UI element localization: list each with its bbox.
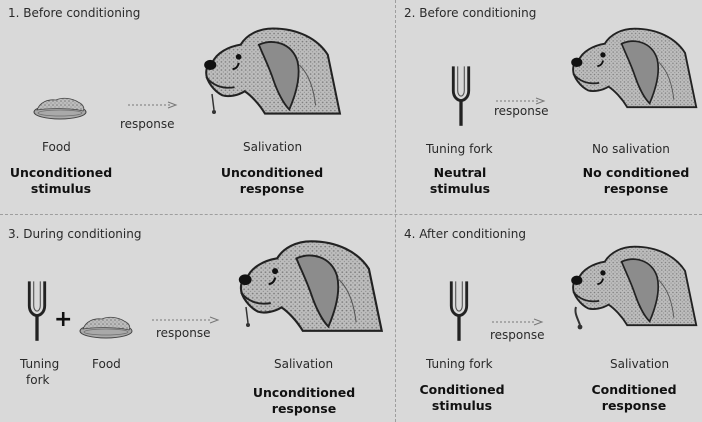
panel-during-conditioning: 3. During conditioning + response Tuning… [0, 215, 395, 422]
term-right: Unconditioned response [242, 385, 366, 417]
response-label: response [490, 328, 545, 342]
term-right: Unconditioned response [212, 165, 332, 197]
dog-head-icon [560, 22, 700, 112]
arrow-right-icon [128, 100, 178, 110]
dog-response-label: Salivation [243, 140, 302, 154]
panel-title: 2. Before conditioning [404, 6, 536, 20]
term-right-line1: Unconditioned [212, 165, 332, 181]
term-left: Unconditioned stimulus [6, 165, 116, 197]
food-bowl-icon [32, 96, 88, 120]
response-label: response [156, 326, 211, 340]
tuning-fork-icon [448, 277, 470, 343]
stimulus-label-food: Food [92, 357, 121, 371]
response-label: response [120, 117, 175, 131]
dog-head-icon [560, 239, 700, 331]
term-right-line1: No conditioned [574, 165, 698, 181]
dog-response-label: Salivation [274, 357, 333, 371]
term-left-line1: Neutral [410, 165, 510, 181]
stimulus-label-tuning: Tuning [20, 357, 59, 371]
panel-title: 4. After conditioning [404, 227, 526, 241]
panel-title: 1. Before conditioning [8, 6, 140, 20]
panel-before-conditioning-1: 1. Before conditioning response Food Sal… [0, 0, 395, 214]
dog-head-icon [226, 235, 386, 335]
stimulus-label: Tuning fork [426, 357, 493, 371]
dog-response-label: No salivation [592, 142, 670, 156]
term-left-line2: stimulus [410, 181, 510, 197]
term-right-line2: response [242, 401, 366, 417]
stimulus-label: Tuning fork [426, 142, 493, 156]
tuning-fork-icon [450, 62, 472, 128]
term-right: Conditioned response [582, 382, 686, 414]
term-left: Neutral stimulus [410, 165, 510, 197]
term-left-line1: Conditioned [410, 382, 514, 398]
tuning-fork-icon [26, 277, 48, 343]
term-left-line2: stimulus [6, 181, 116, 197]
response-label: response [494, 104, 549, 118]
stimulus-label-fork: fork [26, 373, 49, 387]
dog-head-icon [192, 22, 344, 118]
term-right-line1: Unconditioned [242, 385, 366, 401]
stimulus-label: Food [42, 140, 71, 154]
term-left-line2: stimulus [410, 398, 514, 414]
term-left: Conditioned stimulus [410, 382, 514, 414]
term-right: No conditioned response [574, 165, 698, 197]
term-right-line2: response [212, 181, 332, 197]
term-right-line1: Conditioned [582, 382, 686, 398]
panel-after-conditioning: 4. After conditioning response Tuning fo… [396, 215, 702, 422]
term-left-line1: Unconditioned [6, 165, 116, 181]
dog-response-label: Salivation [610, 357, 669, 371]
plus-sign: + [54, 307, 72, 332]
term-right-line2: response [574, 181, 698, 197]
panel-before-conditioning-2: 2. Before conditioning response Tuning f… [396, 0, 702, 214]
food-bowl-icon [78, 315, 134, 339]
arrow-right-icon [492, 317, 544, 327]
term-right-line2: response [582, 398, 686, 414]
arrow-right-icon [152, 315, 220, 325]
panel-title: 3. During conditioning [8, 227, 141, 241]
